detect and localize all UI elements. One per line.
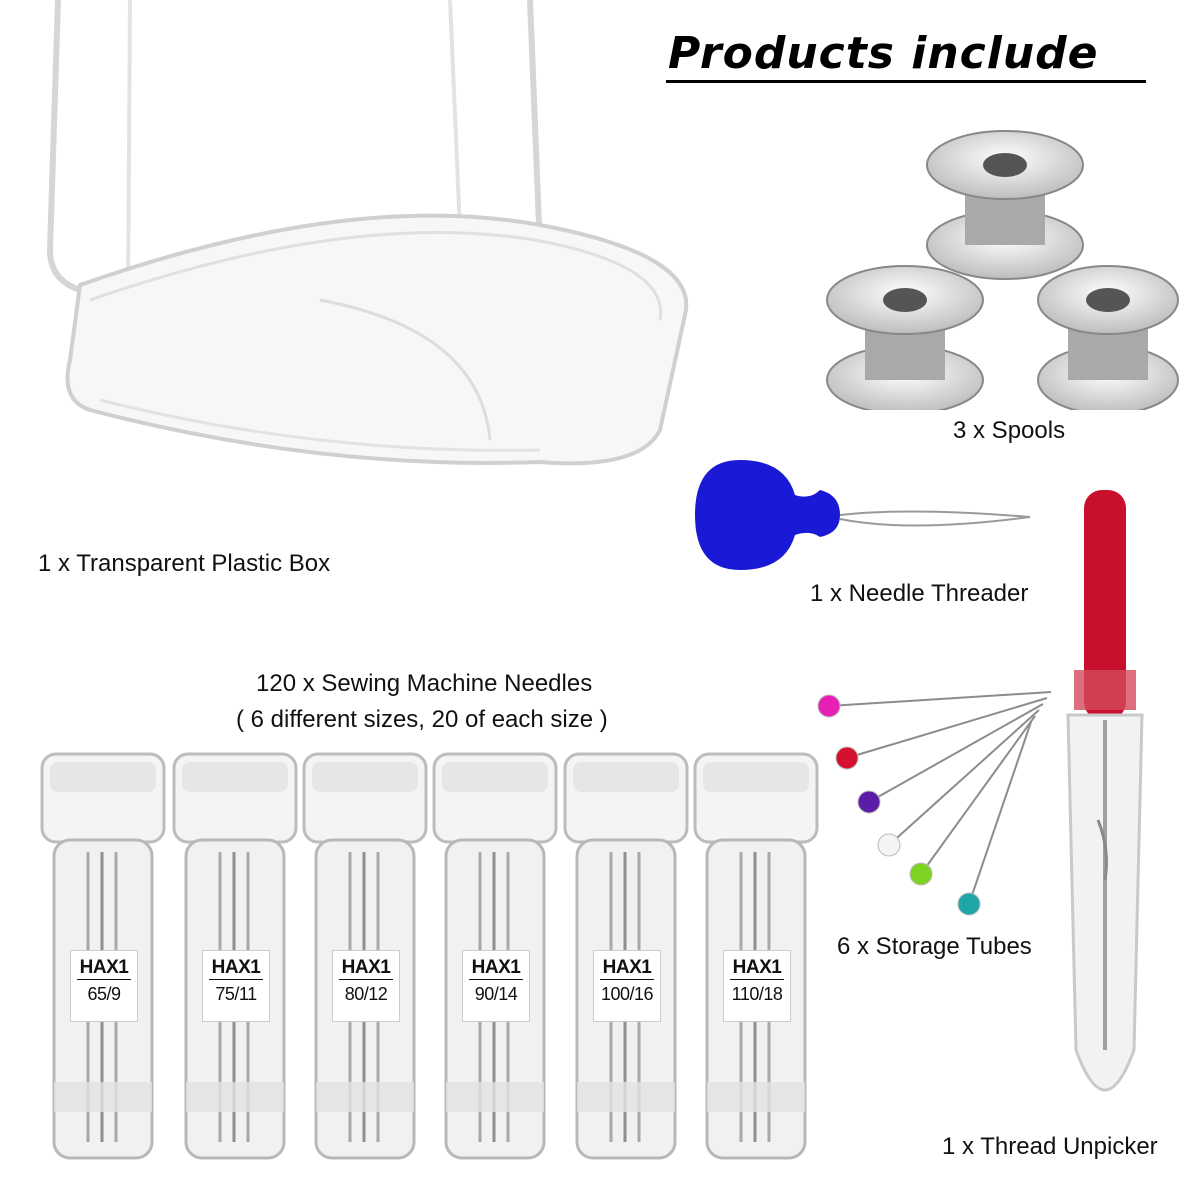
pin-head <box>909 862 933 886</box>
needle-tube: HAX1 80/12 <box>302 752 428 1162</box>
needle-tube: HAX1 75/11 <box>172 752 298 1162</box>
pin-shaft <box>868 703 1044 803</box>
needle-tube: HAX1 90/14 <box>432 752 558 1162</box>
spools-image <box>826 130 1179 410</box>
plastic-box-image <box>46 0 689 466</box>
unpicker-caption: 1 x Thread Unpicker <box>942 1133 1158 1160</box>
needle-tube: HAX1 100/16 <box>563 752 689 1162</box>
pins-caption: 6 x Storage Tubes <box>837 933 1032 960</box>
tube-label: HAX1 110/18 <box>723 950 791 1022</box>
tube-brand: HAX1 <box>77 957 131 980</box>
thread-unpicker-image <box>1066 490 1144 1092</box>
pins-image <box>817 691 1052 916</box>
page-title: Products include <box>668 28 1099 79</box>
tube-size: 110/18 <box>731 984 783 1004</box>
needle-sizes-caption: ( 6 different sizes, 20 of each size ) <box>236 706 608 733</box>
tube-label: HAX1 65/9 <box>70 950 138 1022</box>
tube-label: HAX1 80/12 <box>332 950 400 1022</box>
tube-brand: HAX1 <box>339 957 393 980</box>
pin-shaft <box>846 697 1048 759</box>
pin-shaft <box>968 721 1032 905</box>
tube-label: HAX1 100/16 <box>593 950 661 1022</box>
pin-head <box>857 790 881 814</box>
needle-tube: HAX1 65/9 <box>40 752 166 1162</box>
tube-size: 90/14 <box>474 984 518 1004</box>
box-caption: 1 x Transparent Plastic Box <box>38 550 331 577</box>
tube-brand: HAX1 <box>209 957 263 980</box>
needles-caption: 120 x Sewing Machine Needles <box>256 670 593 697</box>
tube-size: 65/9 <box>87 984 121 1004</box>
tube-size: 100/16 <box>600 984 654 1004</box>
tube-brand: HAX1 <box>730 957 784 980</box>
pin-head <box>957 892 981 916</box>
pin-shaft <box>920 715 1036 875</box>
pin-shaft <box>828 691 1052 707</box>
threader-caption: 1 x Needle Threader <box>810 580 1029 607</box>
tube-label: HAX1 75/11 <box>202 950 270 1022</box>
tube-label: HAX1 90/14 <box>462 950 530 1022</box>
pin-head <box>817 694 841 718</box>
pin-head <box>835 746 859 770</box>
pin-shaft <box>888 709 1040 846</box>
needle-tube: HAX1 110/18 <box>693 752 819 1162</box>
tube-size: 75/11 <box>215 984 257 1004</box>
tube-size: 80/12 <box>344 984 388 1004</box>
tube-brand: HAX1 <box>469 957 523 980</box>
spools-caption: 3 x Spools <box>953 417 1066 444</box>
pin-head <box>877 833 901 857</box>
title-underline <box>666 80 1146 83</box>
needle-threader-image <box>695 460 1031 570</box>
tube-brand: HAX1 <box>600 957 654 980</box>
